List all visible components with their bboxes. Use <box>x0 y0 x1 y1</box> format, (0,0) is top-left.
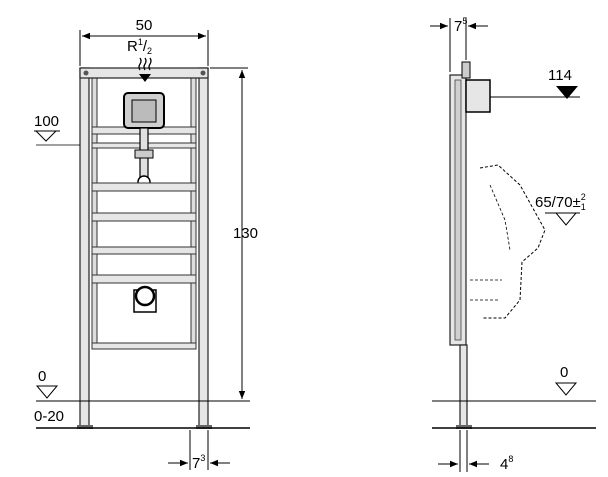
foot-depth-label: 48 <box>500 454 513 473</box>
side-top-cap <box>461 61 471 79</box>
connection-label: R1/2 <box>127 37 152 56</box>
side-floor-zero-label: 0 <box>560 364 568 381</box>
side-foot-plate <box>456 425 472 429</box>
level-114-marker <box>556 86 578 99</box>
front-view: 50 R1/2 130 100 0 0-20 73 <box>34 17 258 472</box>
top-left-bolt <box>83 70 89 76</box>
right-foot-plate <box>196 425 212 429</box>
floor-zero-label: 0 <box>38 368 46 385</box>
side-leg <box>459 344 468 428</box>
level-100-label: 100 <box>34 113 59 130</box>
side-floor-zero-marker <box>554 382 578 396</box>
left-post <box>79 67 90 429</box>
left-foot-plate <box>77 425 93 429</box>
height-label: 130 <box>233 225 258 242</box>
depth-label: 75 <box>454 16 467 35</box>
mid-rail-3 <box>91 246 197 255</box>
pipe-joint <box>134 149 154 159</box>
floor-zero-marker <box>35 385 59 399</box>
flush-valve-inner <box>131 99 157 123</box>
mid-rail-2 <box>91 212 197 222</box>
foot-offset-label: 73 <box>192 453 205 472</box>
mid-rail-1 <box>91 182 197 192</box>
waste-outlet <box>134 285 156 307</box>
mid-rail-4 <box>91 274 197 284</box>
bottom-rail <box>91 342 197 350</box>
level-6570-marker <box>554 212 578 226</box>
level-114-label: 114 <box>548 67 572 84</box>
inlet-arrow <box>139 74 151 82</box>
water-inlet-icon <box>138 57 152 71</box>
top-right-bolt <box>200 70 206 76</box>
floor-range-label: 0-20 <box>34 408 64 425</box>
side-frame-inner <box>454 79 462 341</box>
right-post <box>198 67 209 429</box>
width-label: 50 <box>136 17 153 34</box>
side-flush-box <box>465 79 491 113</box>
urinal-outline <box>479 164 546 319</box>
level-100-marker <box>34 130 58 142</box>
